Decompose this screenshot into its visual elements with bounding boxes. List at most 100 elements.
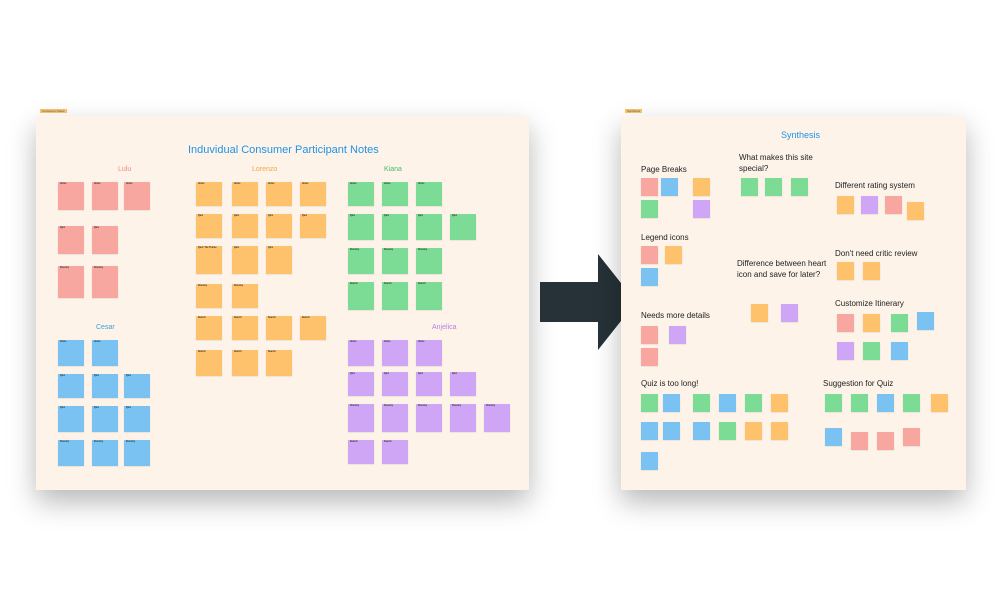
sticky-note[interactable] bbox=[745, 394, 762, 412]
sticky-note[interactable]: Itinerary bbox=[484, 404, 510, 432]
sticky-note[interactable]: Search bbox=[300, 316, 326, 340]
sticky-note[interactable] bbox=[837, 314, 854, 332]
sticky-note[interactable]: Quiz bbox=[416, 214, 442, 240]
sticky-note[interactable]: Quiz bbox=[232, 246, 258, 274]
sticky-note[interactable]: Itinerary bbox=[58, 266, 84, 298]
sticky-note[interactable] bbox=[641, 326, 658, 344]
sticky-note[interactable]: Quiz bbox=[348, 372, 374, 396]
sticky-note[interactable]: Quiz bbox=[232, 214, 258, 238]
sticky-note[interactable]: Home bbox=[382, 340, 408, 366]
sticky-note[interactable] bbox=[719, 394, 736, 412]
sticky-note[interactable] bbox=[641, 452, 658, 470]
sticky-note[interactable] bbox=[641, 394, 658, 412]
sticky-note[interactable]: Quiz bbox=[382, 372, 408, 396]
sticky-note[interactable]: Quiz bbox=[266, 214, 292, 238]
sticky-note[interactable] bbox=[891, 314, 908, 332]
sticky-note[interactable] bbox=[837, 262, 854, 280]
sticky-note[interactable] bbox=[877, 394, 894, 412]
sticky-note[interactable]: Quiz bbox=[266, 246, 292, 274]
sticky-note[interactable]: Quiz bbox=[416, 372, 442, 396]
sticky-note[interactable]: Quiz bbox=[124, 374, 150, 398]
sticky-note[interactable]: Search bbox=[266, 350, 292, 376]
sticky-note[interactable]: Quiz bbox=[92, 406, 118, 432]
sticky-note[interactable]: Home bbox=[92, 182, 118, 210]
sticky-note[interactable]: Quiz bbox=[450, 372, 476, 396]
sticky-note[interactable]: Quiz bbox=[348, 214, 374, 240]
sticky-note[interactable]: Quiz bbox=[300, 214, 326, 238]
sticky-note[interactable]: Itinerary bbox=[348, 404, 374, 432]
sticky-note[interactable] bbox=[661, 178, 678, 196]
sticky-note[interactable]: Home bbox=[58, 340, 84, 366]
sticky-note[interactable] bbox=[837, 196, 854, 214]
sticky-note[interactable] bbox=[781, 304, 798, 322]
sticky-note[interactable] bbox=[825, 394, 842, 412]
sticky-note[interactable] bbox=[665, 246, 682, 264]
sticky-note[interactable] bbox=[663, 422, 680, 440]
sticky-note[interactable]: Search bbox=[348, 282, 374, 310]
participant-notes-board[interactable]: Consumer Notes Induvidual Consumer Parti… bbox=[36, 109, 529, 490]
sticky-note[interactable]: Itinerary bbox=[58, 440, 84, 466]
sticky-note[interactable] bbox=[791, 178, 808, 196]
sticky-note[interactable]: Itinerary bbox=[196, 284, 222, 308]
sticky-note[interactable] bbox=[669, 326, 686, 344]
sticky-note[interactable]: Itinerary bbox=[124, 440, 150, 466]
sticky-note[interactable] bbox=[693, 200, 710, 218]
sticky-note[interactable] bbox=[641, 200, 658, 218]
sticky-note[interactable]: Quiz bbox=[58, 406, 84, 432]
sticky-note[interactable]: Itinerary bbox=[92, 266, 118, 298]
sticky-note[interactable] bbox=[641, 348, 658, 366]
sticky-note[interactable] bbox=[837, 342, 854, 360]
sticky-note[interactable]: Home bbox=[416, 182, 442, 206]
sticky-note[interactable] bbox=[863, 262, 880, 280]
sticky-note[interactable] bbox=[891, 342, 908, 360]
sticky-note[interactable] bbox=[751, 304, 768, 322]
sticky-note[interactable] bbox=[931, 394, 948, 412]
sticky-note[interactable] bbox=[719, 422, 736, 440]
sticky-note[interactable] bbox=[863, 314, 880, 332]
sticky-note[interactable] bbox=[903, 394, 920, 412]
sticky-note[interactable]: Search bbox=[196, 350, 222, 376]
sticky-note[interactable]: Search bbox=[232, 350, 258, 376]
sticky-note[interactable] bbox=[863, 342, 880, 360]
sticky-note[interactable]: Search bbox=[416, 282, 442, 310]
sticky-note[interactable]: Home bbox=[92, 340, 118, 366]
sticky-note[interactable]: Search bbox=[266, 316, 292, 340]
sticky-note[interactable]: Search bbox=[232, 316, 258, 340]
sticky-note[interactable]: Search bbox=[382, 282, 408, 310]
sticky-note[interactable] bbox=[741, 178, 758, 196]
sticky-note[interactable] bbox=[765, 178, 782, 196]
sticky-note[interactable]: Home bbox=[348, 340, 374, 366]
sticky-note[interactable]: Quiz bbox=[92, 374, 118, 398]
sticky-note[interactable] bbox=[663, 394, 680, 412]
sticky-note[interactable] bbox=[693, 178, 710, 196]
sticky-note[interactable]: Home bbox=[382, 182, 408, 206]
sticky-note[interactable] bbox=[903, 428, 920, 446]
sticky-note[interactable]: Quiz bbox=[58, 374, 84, 398]
sticky-note[interactable] bbox=[851, 432, 868, 450]
sticky-note[interactable]: Itinerary bbox=[450, 404, 476, 432]
sticky-note[interactable]: Quiz bbox=[382, 214, 408, 240]
sticky-note[interactable]: Itinerary bbox=[416, 404, 442, 432]
sticky-note[interactable]: Home bbox=[300, 182, 326, 206]
sticky-note[interactable]: Home bbox=[124, 182, 150, 210]
sticky-note[interactable]: Quiz bbox=[196, 214, 222, 238]
sticky-note[interactable] bbox=[641, 268, 658, 286]
sticky-note[interactable] bbox=[917, 312, 934, 330]
sticky-note[interactable] bbox=[825, 428, 842, 446]
sticky-note[interactable]: Search bbox=[196, 316, 222, 340]
sticky-note[interactable]: Home bbox=[266, 182, 292, 206]
sticky-note[interactable]: Home bbox=[416, 340, 442, 366]
sticky-note[interactable]: Home bbox=[58, 182, 84, 210]
sticky-note[interactable] bbox=[641, 422, 658, 440]
sticky-note[interactable] bbox=[745, 422, 762, 440]
sticky-note[interactable]: Quiz: The Theme bbox=[196, 246, 222, 274]
sticky-note[interactable]: Itinerary bbox=[382, 404, 408, 432]
sticky-note[interactable]: Home bbox=[232, 182, 258, 206]
sticky-note[interactable]: Search bbox=[348, 440, 374, 464]
sticky-note[interactable]: Itinerary bbox=[416, 248, 442, 274]
sticky-note[interactable]: Itinerary bbox=[232, 284, 258, 308]
sticky-note[interactable] bbox=[861, 196, 878, 214]
sticky-note[interactable] bbox=[885, 196, 902, 214]
sticky-note[interactable]: Home bbox=[196, 182, 222, 206]
sticky-note[interactable]: Quiz bbox=[58, 226, 84, 254]
